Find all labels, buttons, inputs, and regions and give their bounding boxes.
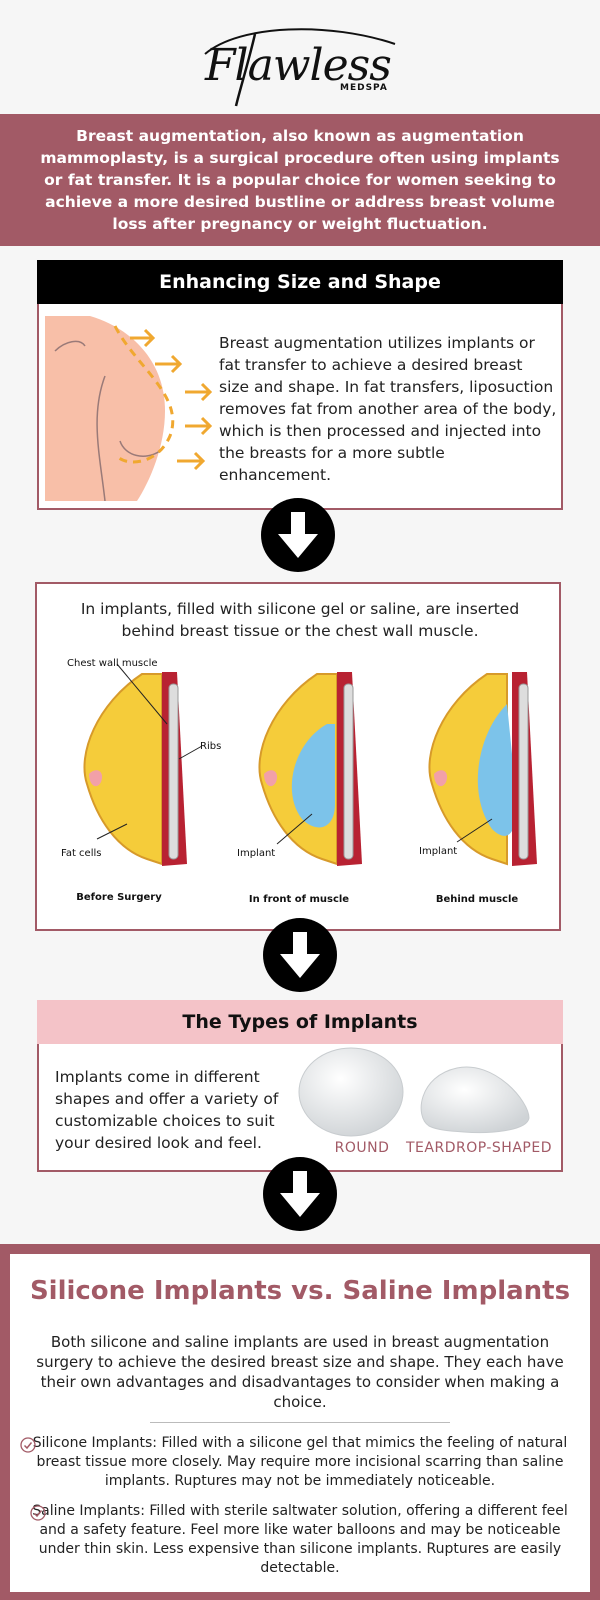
caption-in-front: In front of muscle	[249, 894, 349, 905]
logo-swash-icon	[204, 28, 396, 107]
caption-behind: Behind muscle	[436, 894, 519, 905]
list-item: Saline Implants: Filled with sterile sal…	[18, 1502, 582, 1578]
in-front-of-muscle-illustration-icon	[258, 672, 362, 866]
logo-subtitle: MEDSPA	[340, 83, 388, 93]
comparison-section: Silicone Implants vs. Saline Implants Bo…	[0, 1244, 600, 1600]
list-item: Silicone Implants: Filled with a silicon…	[18, 1434, 582, 1491]
silicone-item-text: Silicone Implants: Filled with a silicon…	[32, 1435, 568, 1489]
implant-types-card: The Types of Implants Implants come in d…	[37, 1000, 563, 1172]
before-surgery-illustration-icon	[83, 672, 187, 866]
intro-text: Breast augmentation, also known as augme…	[40, 127, 560, 233]
fat-transfer-illustration-icon	[45, 316, 213, 501]
logo-script: Flawless	[205, 40, 392, 91]
intro-banner: Breast augmentation, also known as augme…	[0, 114, 600, 246]
behind-muscle-illustration-icon	[428, 672, 537, 866]
implant-types-title: The Types of Implants	[37, 1000, 563, 1044]
size-shape-text: Breast augmentation utilizes implants or…	[219, 334, 557, 484]
caption-before-surgery: Before Surgery	[76, 892, 162, 903]
comparison-panel: Silicone Implants vs. Saline Implants Bo…	[10, 1254, 590, 1592]
label-implant-behind: Implant	[419, 846, 457, 857]
implant-types-text: Implants come in different shapes and of…	[55, 1068, 279, 1152]
label-ribs: Ribs	[200, 741, 221, 752]
down-arrow-icon	[263, 1157, 337, 1231]
implant-placement-text: In implants, filled with silicone gel or…	[80, 600, 520, 640]
implant-placement-diagram: Chest wall muscle Ribs Fat cells Implant…	[61, 658, 537, 905]
check-circle-icon	[30, 1505, 46, 1521]
implant-placement-card: In implants, filled with silicone gel or…	[35, 582, 561, 931]
brand-logo: Flawless MEDSPA	[0, 14, 600, 110]
check-circle-icon	[20, 1437, 36, 1453]
down-arrow-icon	[261, 498, 335, 572]
saline-item-text: Saline Implants: Filled with sterile sal…	[32, 1503, 568, 1576]
comparison-title: Silicone Implants vs. Saline Implants	[29, 1276, 571, 1306]
label-chest-wall: Chest wall muscle	[67, 658, 158, 669]
down-arrow-icon	[263, 918, 337, 992]
comparison-intro: Both silicone and saline implants are us…	[36, 1333, 564, 1411]
label-fat-cells: Fat cells	[61, 848, 101, 859]
implant-shapes-illustration-icon	[298, 1047, 530, 1137]
shape-teardrop-label: TEARDROP-SHAPED	[406, 1140, 552, 1156]
divider	[150, 1422, 450, 1423]
size-shape-card: Enhancing Size and Shape Breast augmenta…	[37, 260, 563, 510]
label-implant-front: Implant	[237, 848, 275, 859]
size-shape-title: Enhancing Size and Shape	[37, 260, 563, 304]
shape-round-label: ROUND	[334, 1140, 390, 1156]
